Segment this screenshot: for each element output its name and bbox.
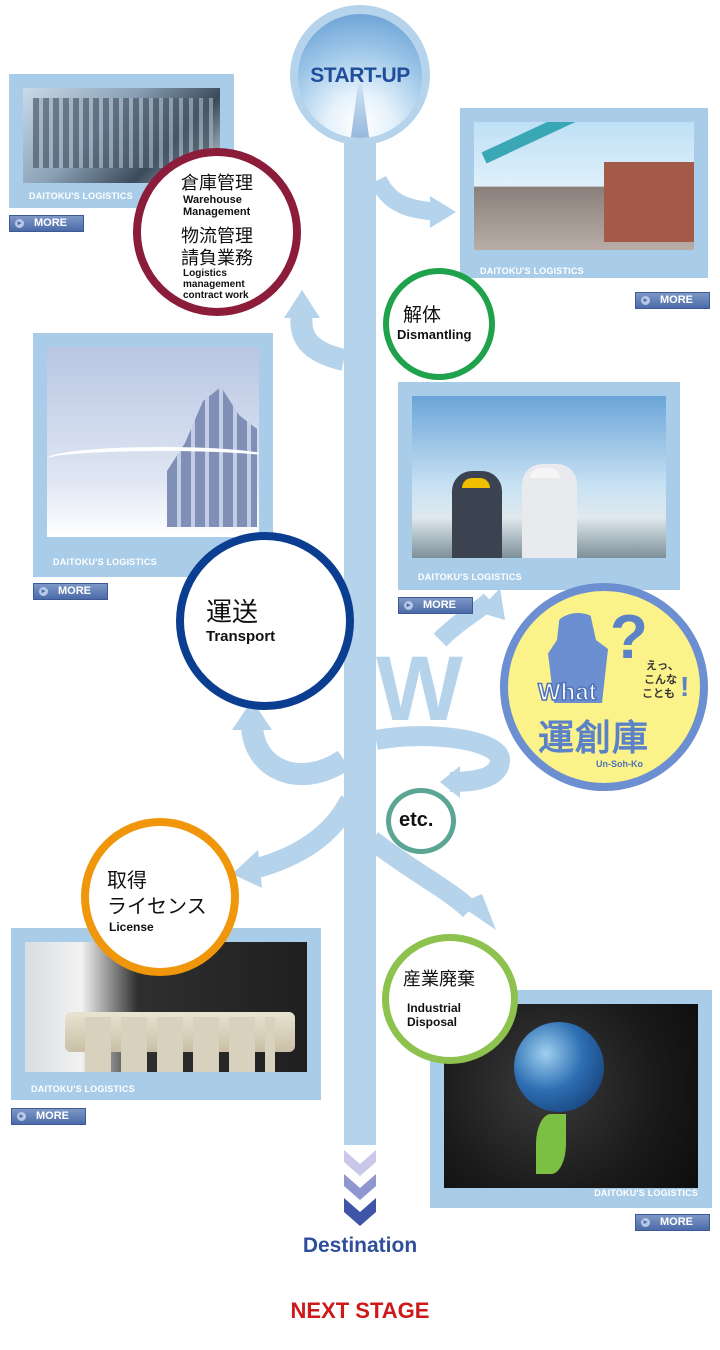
industrial-title: 産業廃棄 xyxy=(403,969,475,990)
unsohko-roman: Un-Soh-Ko xyxy=(596,759,643,769)
contract-title: 請負業務 xyxy=(181,248,253,269)
flow-letter-w: W xyxy=(376,638,463,740)
branch-unsohko xyxy=(374,726,511,792)
arrow-handshake xyxy=(478,588,505,620)
photo-caption: DAITOKU'S LOGISTICS xyxy=(480,266,584,276)
exclamation-icon: ! xyxy=(680,671,690,702)
arrow-right-icon: ▸ xyxy=(15,219,24,228)
logistics-sub: management xyxy=(183,279,245,290)
arrow-dismantling xyxy=(430,196,456,228)
next-stage-link[interactable]: NEXT STAGE xyxy=(290,1298,430,1323)
transport-photo xyxy=(47,347,259,537)
warehouse-photo xyxy=(23,88,220,183)
transport-sub: Transport xyxy=(206,628,276,645)
arrow-license xyxy=(232,850,262,888)
logistics-sub: contract work xyxy=(183,290,249,301)
industrial-sub: Industrial xyxy=(407,1001,462,1015)
branch-transport xyxy=(241,719,351,786)
photo-caption: DAITOKU'S LOGISTICS xyxy=(594,1188,698,1198)
photo-frame-transport: DAITOKU'S LOGISTICS xyxy=(33,333,273,577)
photo-caption: DAITOKU'S LOGISTICS xyxy=(418,572,522,582)
arrow-industrial xyxy=(458,894,496,930)
unsohko-name: 運創庫 xyxy=(538,718,650,759)
startup-node: START-UP xyxy=(298,14,422,138)
license-photo xyxy=(25,942,307,1072)
chevron-down-icon xyxy=(344,1198,376,1226)
photo-caption: DAITOKU'S LOGISTICS xyxy=(29,191,133,201)
chevron-down-icon xyxy=(344,1174,376,1200)
arrow-right-icon: ▸ xyxy=(17,1112,26,1121)
arrow-right-icon: ▸ xyxy=(39,587,48,596)
warehouse-sub: Management xyxy=(183,206,251,218)
logistics-sub: Logistics xyxy=(183,268,227,279)
more-button-industrial[interactable]: ▸MORE xyxy=(635,1214,710,1231)
logistics-title: 物流管理 xyxy=(181,226,253,247)
license-node[interactable]: 取得 ライセンス License xyxy=(81,818,239,976)
unsohko-what: What xyxy=(537,678,597,707)
warehouse-sub: Warehouse xyxy=(183,194,242,206)
branch-license xyxy=(247,795,359,880)
etc-label: etc. xyxy=(399,809,434,831)
arrow-transport xyxy=(232,700,272,730)
dismantling-photo xyxy=(474,122,694,250)
warehouse-node[interactable]: 倉庫管理 Warehouse Management 物流管理 請負業務 Logi… xyxy=(133,148,301,316)
destination-label: Destination xyxy=(302,1234,418,1257)
more-button-dismantling[interactable]: ▸MORE xyxy=(635,292,710,309)
photo-frame-handshake: DAITOKU'S LOGISTICS xyxy=(398,382,680,590)
arrow-right-icon: ▸ xyxy=(641,296,650,305)
startup-road xyxy=(350,84,370,138)
license-title: 取得 xyxy=(107,868,147,892)
industrial-sub: Disposal xyxy=(407,1015,458,1029)
industrial-node[interactable]: 産業廃棄 Industrial Disposal xyxy=(382,934,518,1064)
transport-title: 運送 xyxy=(206,598,259,628)
more-button-transport[interactable]: ▸MORE xyxy=(33,583,108,600)
unsohko-small: こんな xyxy=(644,673,677,686)
license-sub: License xyxy=(109,920,154,934)
photo-caption: DAITOKU'S LOGISTICS xyxy=(31,1084,135,1094)
arrow-right-icon: ▸ xyxy=(641,1218,650,1227)
unsohko-small: ことも xyxy=(642,687,675,700)
startup-label: START-UP xyxy=(310,64,410,87)
photo-frame-warehouse: DAITOKU'S LOGISTICS xyxy=(9,74,234,208)
warehouse-title: 倉庫管理 xyxy=(181,173,253,194)
dismantling-node[interactable]: 解体 Dismantling xyxy=(383,268,495,380)
handshake-photo xyxy=(412,396,666,558)
arrow-warehouse xyxy=(284,290,320,318)
unsohko-small: えっ、 xyxy=(646,659,679,672)
dismantling-title: 解体 xyxy=(403,304,442,326)
photo-caption: DAITOKU'S LOGISTICS xyxy=(53,557,157,567)
transport-node[interactable]: 運送 Transport xyxy=(176,532,354,710)
more-button-warehouse[interactable]: ▸MORE xyxy=(9,215,84,232)
more-button-handshake[interactable]: ▸MORE xyxy=(398,597,473,614)
chevron-down-icon xyxy=(344,1150,376,1176)
photo-frame-dismantling: DAITOKU'S LOGISTICS xyxy=(460,108,708,278)
arrow-right-icon: ▸ xyxy=(404,601,413,610)
more-button-license[interactable]: ▸MORE xyxy=(11,1108,86,1125)
dismantling-sub: Dismantling xyxy=(397,327,472,342)
license-title: ライセンス xyxy=(107,894,207,918)
arrow-unsohko xyxy=(440,766,460,798)
unsohko-node[interactable]: ? えっ、 こんな ことも ! What 運創庫 Un-Soh-Ko xyxy=(500,583,708,791)
etc-node[interactable]: etc. xyxy=(386,788,456,854)
question-mark-icon: ? xyxy=(610,603,648,672)
